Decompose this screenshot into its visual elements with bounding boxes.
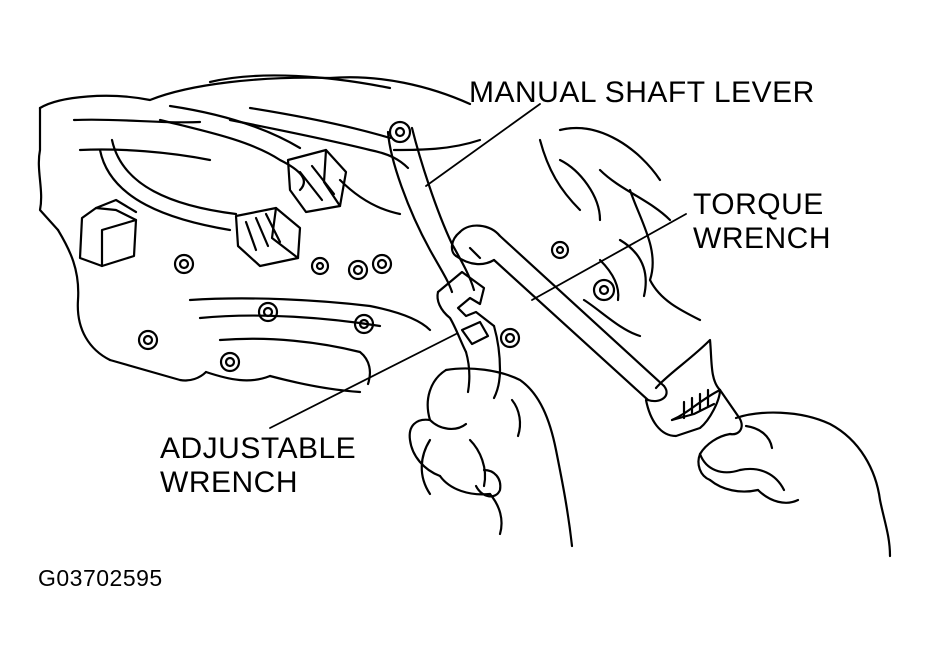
callout-manual-shaft-lever-text: MANUAL SHAFT LEVER — [469, 76, 815, 109]
callout-adjustable-wrench-line-2: WRENCH — [160, 466, 298, 499]
leader-adjustable-wrench — [269, 333, 457, 429]
leader-manual-shaft-lever — [425, 103, 541, 187]
right-hand — [697, 411, 892, 558]
callout-adjustable-wrench-line-1: ADJUSTABLE — [160, 432, 357, 465]
solenoid-connector — [234, 148, 402, 268]
callout-adjustable-wrench: ADJUSTABLE WRENCH — [160, 432, 356, 500]
callout-manual-shaft-lever: MANUAL SHAFT LEVER — [469, 76, 815, 110]
figure-id: G03702595 — [38, 565, 163, 591]
wiring-harness — [78, 104, 410, 268]
callout-torque-wrench-line-1: TORQUE — [693, 188, 824, 221]
adjustable-wrench — [436, 270, 502, 400]
callout-torque-wrench-line-2: WRENCH — [693, 222, 831, 255]
manual-shaft-lever — [386, 120, 482, 294]
callout-torque-wrench: TORQUE WRENCH — [693, 188, 831, 256]
case-bolts — [137, 240, 616, 373]
leader-lines — [269, 103, 687, 429]
leader-torque-wrench — [531, 213, 687, 301]
left-hand — [408, 367, 574, 548]
torque-wrench — [450, 224, 743, 438]
transaxle-housing — [37, 74, 702, 394]
